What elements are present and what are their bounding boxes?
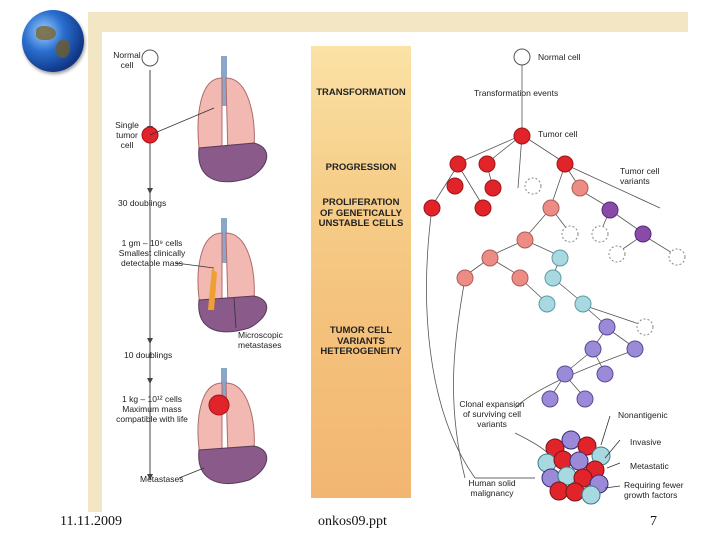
- label-nonantigenic: Nonantigenic: [618, 410, 668, 420]
- label-transformation-events: Transformation events: [474, 88, 559, 98]
- cell: [449, 155, 467, 173]
- cell: [478, 155, 496, 173]
- cell-dead: [524, 177, 542, 195]
- cell: [538, 295, 556, 313]
- cell: [551, 249, 569, 267]
- cell-dead: [591, 225, 609, 243]
- label-clonal-expansion: Clonal expansion of surviving cell varia…: [459, 399, 525, 429]
- arrowhead-4: [147, 378, 153, 384]
- cell-dead: [636, 318, 654, 336]
- cell: [484, 179, 502, 197]
- arrowhead-2: [147, 188, 153, 194]
- arrowhead-3: [147, 338, 153, 344]
- label-mass-1kg: 1 kg – 10¹² cells Maximum mass compatibl…: [116, 394, 188, 424]
- stage-proliferation: PROLIFERATION OF GENETICALLY UNSTABLE CE…: [318, 197, 404, 229]
- cell: [574, 295, 592, 313]
- label-invasive: Invasive: [630, 437, 662, 447]
- cell-dead: [668, 248, 686, 266]
- cell-dead: [608, 245, 626, 263]
- normal-cell-top: [513, 48, 531, 66]
- label-tumor-cell-variants: Tumor cell variants: [620, 166, 660, 186]
- label-metastases: Metastases: [140, 474, 184, 484]
- cell: [556, 155, 574, 173]
- cell: [571, 179, 589, 197]
- stage-progression: PROGRESSION: [325, 162, 397, 173]
- cell: [542, 199, 560, 217]
- cell: [634, 225, 652, 243]
- cell: [576, 390, 594, 408]
- footer-page-number: 7: [650, 514, 657, 529]
- cell-dead: [561, 225, 579, 243]
- footer-filename: onkos09.ppt: [318, 514, 387, 529]
- label-single-tumor-cell: Single tumor cell: [115, 120, 139, 150]
- label-normal-cell-left: Normal cell: [113, 50, 141, 70]
- label-doublings-30: 30 doublings: [118, 198, 167, 208]
- cell: [541, 390, 559, 408]
- cell: [598, 318, 616, 336]
- growth-timeline-diagram: [141, 49, 267, 484]
- clonal-evolution-tree: [423, 48, 686, 505]
- cell: [626, 340, 644, 358]
- label-mass-1gm: 1 gm – 10⁹ cells Smallest clinically det…: [118, 238, 186, 268]
- label-normal-cell-right: Normal cell: [538, 52, 581, 62]
- arrowhead-5: [147, 474, 153, 480]
- cell: [556, 365, 574, 383]
- label-human-solid: Human solid malignancy: [468, 478, 516, 498]
- cell: [511, 269, 529, 287]
- tumor-cell-root: [513, 127, 531, 145]
- stage-column: TRANSFORMATION PROGRESSION PROLIFERATION…: [311, 46, 411, 498]
- normal-cell-icon: [141, 49, 159, 67]
- label-tumor-cell: Tumor cell: [538, 129, 578, 139]
- footer-date: 11.11.2009: [60, 514, 122, 529]
- lungs-drawing-1: [149, 56, 267, 183]
- slide-top-band: [88, 12, 688, 32]
- slide-left-band: [88, 12, 102, 512]
- stage-heterogeneity: TUMOR CELL VARIANTS HETEROGENEITY: [320, 325, 402, 357]
- cell: [601, 201, 619, 219]
- label-doublings-10: 10 doublings: [124, 350, 173, 360]
- cell: [481, 249, 499, 267]
- lungs-drawing-3: [178, 368, 267, 484]
- lungs-drawing-2: [175, 218, 267, 333]
- cell: [584, 340, 602, 358]
- cell: [474, 199, 492, 217]
- tumor-mass-cluster: [537, 430, 611, 505]
- stage-transformation: TRANSFORMATION: [316, 87, 406, 98]
- cell: [446, 177, 464, 195]
- label-micrometastases: Microscopic metastases: [238, 330, 283, 350]
- cell: [596, 365, 614, 383]
- label-requiring-fewer: Requiring fewer growth factors: [624, 480, 684, 500]
- cell: [423, 199, 441, 217]
- globe-logo-icon: [22, 10, 84, 72]
- label-metastatic: Metastatic: [630, 461, 669, 471]
- cell: [544, 269, 562, 287]
- cell: [456, 269, 474, 287]
- cell: [516, 231, 534, 249]
